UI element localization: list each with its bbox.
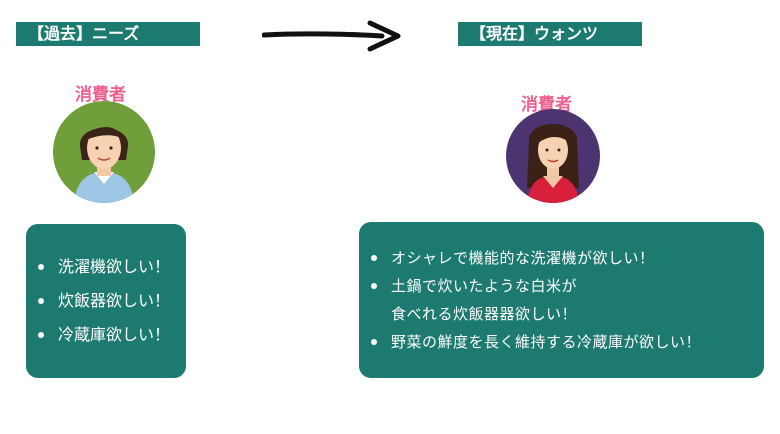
list-item-continuation: 食べれる炊飯器器欲しい！ — [391, 305, 578, 323]
list-item: オシャレで機能的な洗濯機が欲しい！ — [369, 244, 764, 272]
consumer-avatar-past-icon — [53, 101, 155, 203]
arrow-right-icon — [262, 20, 401, 52]
current-wants-card: オシャレで機能的な洗濯機が欲しい！ 土鍋で炊いたような白米が 食べれる炊飯器器欲… — [359, 222, 764, 378]
list-item: 炊飯器欲しい！ — [36, 284, 186, 318]
list-item: 土鍋で炊いたような白米が — [369, 272, 764, 300]
list-item: 冷蔵庫欲しい！ — [36, 318, 186, 352]
current-wants-tag: 【現在】ウォンツ — [458, 22, 642, 46]
consumer-label-past: 消費者 — [75, 85, 126, 105]
past-needs-list: 洗濯機欲しい！ 炊飯器欲しい！ 冷蔵庫欲しい！ — [36, 250, 186, 352]
current-wants-list: オシャレで機能的な洗濯機が欲しい！ 土鍋で炊いたような白米が 食べれる炊飯器器欲… — [369, 244, 764, 356]
past-needs-tag: 【過去】ニーズ — [16, 22, 200, 46]
list-item: 野菜の鮮度を長く維持する冷蔵庫が欲しい！ — [369, 328, 764, 356]
consumer-avatar-current-icon — [506, 109, 600, 203]
list-item: 洗濯機欲しい！ — [36, 250, 186, 284]
past-needs-card: 洗濯機欲しい！ 炊飯器欲しい！ 冷蔵庫欲しい！ — [26, 224, 186, 378]
